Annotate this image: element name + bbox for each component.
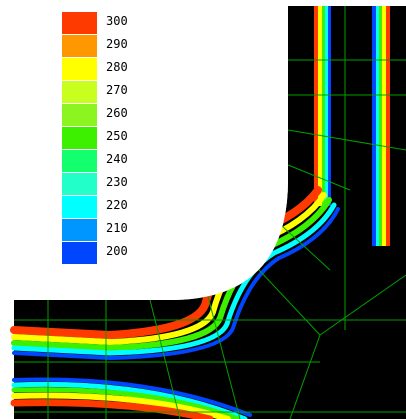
legend-label: 260: [106, 106, 128, 120]
legend-label: 270: [106, 83, 128, 97]
legend-entry: 210: [62, 219, 152, 241]
legend-swatch: [62, 242, 97, 264]
legend-label: 300: [106, 14, 128, 28]
legend-label: 210: [106, 221, 128, 235]
legend-entry: 200: [62, 242, 152, 264]
legend-label: 290: [106, 37, 128, 51]
legend-swatch: [62, 173, 97, 195]
legend-swatch: [62, 12, 97, 34]
right-vertical-band: [314, 6, 390, 246]
legend-entry: 250: [62, 127, 152, 149]
legend-swatch: [62, 104, 97, 126]
legend-swatch: [62, 219, 97, 241]
legend-entry: 280: [62, 58, 152, 80]
legend-swatch: [62, 127, 97, 149]
legend-label: 230: [106, 175, 128, 189]
legend-entry: 260: [62, 104, 152, 126]
legend-entry: 220: [62, 196, 152, 218]
legend-entry: 270: [62, 81, 152, 103]
legend-entry: 300: [62, 12, 152, 34]
legend-swatch: [62, 81, 97, 103]
legend-entry: 240: [62, 150, 152, 172]
corner-band: [10, 186, 340, 419]
legend-label: 240: [106, 152, 128, 166]
legend-label: 280: [106, 60, 128, 74]
legend-label: 220: [106, 198, 128, 212]
legend-label: 250: [106, 129, 128, 143]
fluid-region: [14, 6, 406, 419]
legend-entry: 230: [62, 173, 152, 195]
legend-entry: 290: [62, 35, 152, 57]
legend-swatch: [62, 150, 97, 172]
legend-swatch: [62, 58, 97, 80]
legend-swatch: [62, 196, 97, 218]
legend-swatch: [62, 35, 97, 57]
legend-label: 200: [106, 244, 128, 258]
